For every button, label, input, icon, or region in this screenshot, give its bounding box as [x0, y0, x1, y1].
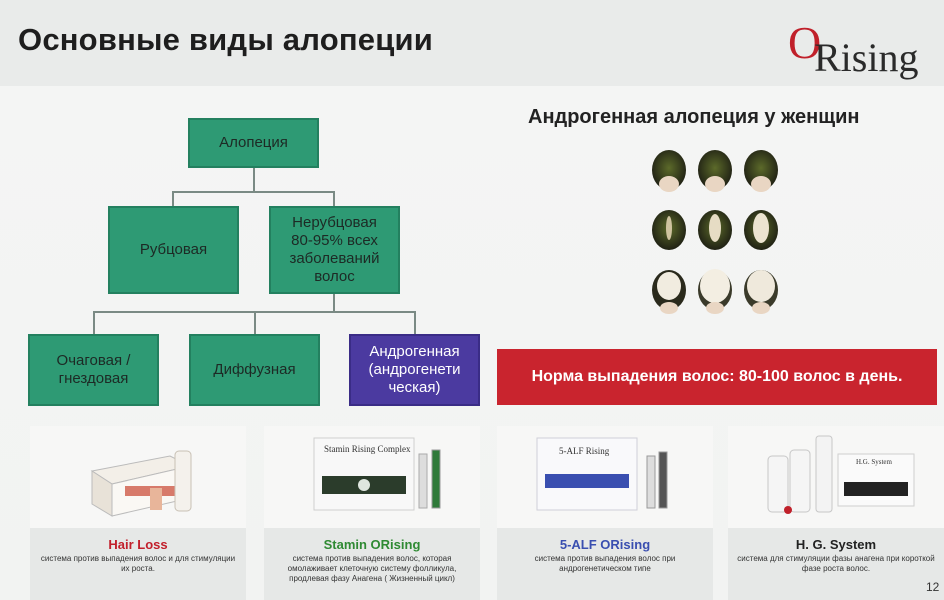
hair-loss-norm-banner: Норма выпадения волос: 80-100 волос в де… [497, 349, 937, 405]
product-image: 5-ALF Rising [497, 426, 713, 528]
product-card-stamin: Stamin Rising Complex Stamin ORising сис… [264, 426, 480, 600]
connector [93, 311, 95, 335]
box-label: Stamin Rising Complex [324, 444, 411, 454]
product-name: 5-ALF ORising [559, 537, 651, 552]
head-row-1 [652, 150, 778, 192]
product-name: H. G. System [795, 537, 877, 552]
page-title: Основные виды алопеции [18, 22, 433, 57]
orising-logo: O Rising [788, 16, 940, 80]
product-image [30, 426, 246, 528]
product-card-hair-loss: Hair Loss система против выпадения волос… [30, 426, 246, 600]
node-alopecia: Алопеция [188, 118, 319, 168]
product-card-hg-system: H.G. System H. G. System система для сти… [728, 426, 944, 600]
logo-letter: O [788, 17, 822, 68]
box-label: H.G. System [856, 458, 892, 466]
product-description: система против выпадения волос, которая … [287, 554, 457, 583]
product-description: система против выпадения волос при андро… [534, 554, 676, 573]
page-number: 12 [926, 580, 940, 594]
connector [333, 191, 335, 207]
product-description: система для стимуляции фазы анагена при … [737, 554, 935, 573]
head-row-2 [652, 210, 778, 250]
product-box-icon [90, 450, 192, 517]
product-image: Stamin Rising Complex [264, 426, 480, 528]
product-box-icon [536, 437, 668, 511]
ludwig-scale-illustration [650, 148, 780, 328]
product-box-icon [767, 435, 915, 514]
node-nonscarring: Нерубцовая 80-95% всех заболеваний волос [269, 206, 400, 294]
connector [172, 191, 174, 207]
head-row-3 [652, 269, 778, 314]
section-subtitle: Андрогенная алопеция у женщин [528, 106, 860, 128]
product-name: Stamin ORising [323, 537, 421, 552]
box-label: 5-ALF Rising [559, 446, 610, 456]
product-card-5alf: 5-ALF Rising 5-ALF ORising система проти… [497, 426, 713, 600]
logo-text: Rising [814, 35, 919, 80]
node-focal: Очаговая / гнездовая [28, 334, 159, 406]
product-image: H.G. System [728, 426, 944, 528]
node-androgenic: Андрогенная (андрогенети ческая) [349, 334, 480, 406]
node-diffuse: Диффузная [189, 334, 320, 406]
product-box-icon [313, 437, 441, 511]
node-scarring: Рубцовая [108, 206, 239, 294]
connector [333, 294, 335, 312]
connector [254, 311, 256, 335]
product-name: Hair Loss [108, 537, 168, 552]
heads-grid-icon [652, 150, 778, 314]
connector [414, 311, 416, 335]
connector [253, 166, 255, 192]
connector [172, 191, 334, 193]
product-description: система против выпадения волос и для сти… [40, 554, 236, 573]
